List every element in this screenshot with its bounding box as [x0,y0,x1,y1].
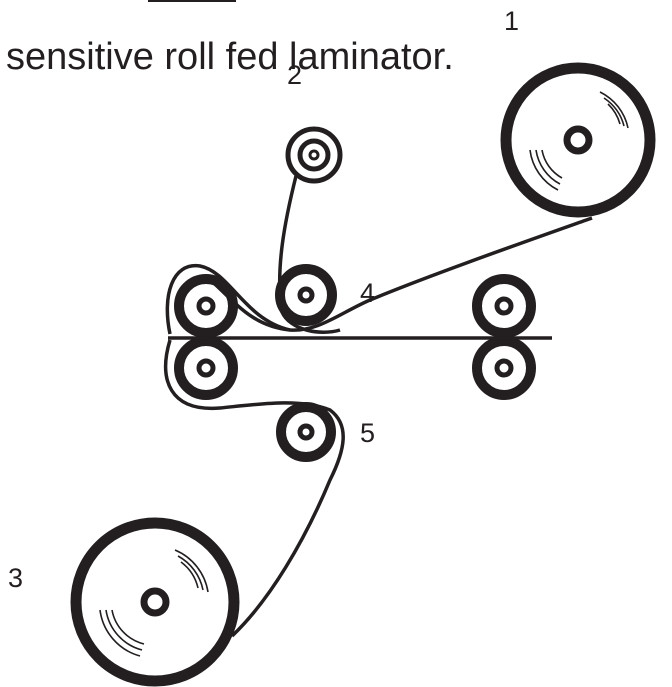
caption-text: sensitive roll fed laminator. [6,36,454,78]
cropped-underline [148,0,236,2]
supply-roll-2 [285,126,343,184]
supply-roll-1 [500,62,656,218]
take-up-roll-3 [70,517,240,687]
label-roller-5: 5 [360,418,376,448]
label-roll-3: 3 [8,563,24,593]
nip-roller-pair-right [472,274,536,400]
web-paths [163,175,593,638]
idler-roller-4 [275,264,337,326]
label-roll-1: 1 [504,6,520,36]
label-roller-4: 4 [360,278,376,308]
idler-roller-5 [276,402,336,462]
label-roll-2: 2 [287,60,303,90]
laminating-roller-pair-left [174,274,238,400]
